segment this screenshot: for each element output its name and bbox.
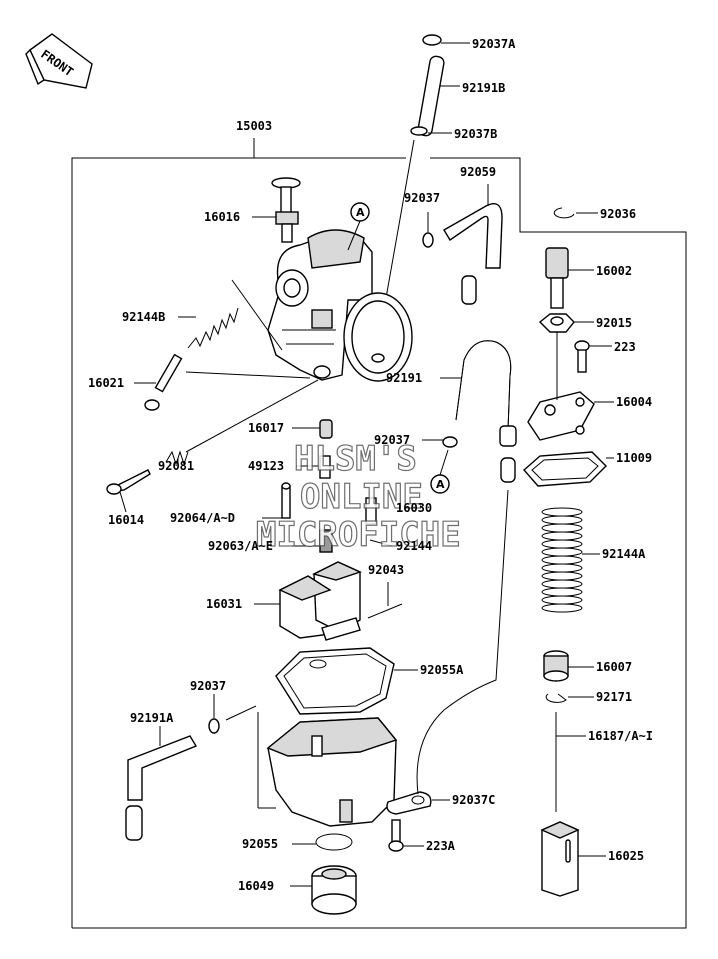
svg-text:A: A — [436, 478, 445, 491]
hose-92191A — [125, 694, 257, 841]
top-hose-group — [385, 34, 470, 299]
assembly-bracket: 15003 — [71, 119, 687, 929]
callout-92043: 92043 — [368, 563, 404, 577]
clamp-92037-mid: A — [422, 436, 458, 494]
callout-92055: 92055 — [242, 837, 278, 851]
screw-16021 — [134, 353, 311, 411]
callout-92037B: 92037B — [454, 127, 497, 141]
float-16031 — [254, 561, 362, 641]
svg-text:ONLINE: ONLINE — [300, 477, 423, 517]
callout-16187: 16187/A~I — [588, 729, 653, 743]
callout-92055A: 92055A — [420, 663, 464, 677]
callout-92037-mid: 92037 — [374, 433, 410, 447]
screw-223A — [388, 819, 424, 852]
callout-92037C: 92037C — [452, 793, 495, 807]
callout-16014: 16014 — [108, 513, 144, 527]
callout-16004: 16004 — [616, 395, 652, 409]
callout-16031: 16031 — [206, 597, 242, 611]
svg-text:HLSM'S: HLSM'S — [294, 439, 417, 479]
callout-16002: 16002 — [596, 264, 632, 278]
callout-92037A: 92037A — [472, 37, 516, 51]
hose-92191 — [440, 340, 517, 483]
cable-adjuster-16016 — [252, 177, 301, 243]
callout-92059: 92059 — [460, 165, 496, 179]
watermark: HLSM'S ONLINE MICROFICHE — [255, 438, 461, 555]
callout-92144: 92144 — [396, 539, 432, 553]
oring-92055 — [292, 833, 353, 851]
hose-92059 — [422, 184, 503, 305]
callout-16007: 16007 — [596, 660, 632, 674]
callout-92144B: 92144B — [122, 310, 165, 324]
gasket-92055A — [275, 647, 418, 715]
svg-text:MICROFICHE: MICROFICHE — [256, 515, 461, 555]
callout-92171: 92171 — [596, 690, 632, 704]
clamp-92037C — [386, 489, 509, 815]
callout-16021: 16021 — [88, 376, 124, 390]
center-internals — [262, 419, 393, 553]
ref-marker-a-top: A — [347, 202, 370, 251]
assembly-label: 15003 — [236, 119, 272, 133]
float-bowl — [257, 712, 398, 827]
spring-92144B — [178, 279, 283, 351]
callout-92191B: 92191B — [462, 81, 505, 95]
pin-92043 — [367, 582, 403, 619]
callout-92144A: 92144A — [602, 547, 646, 561]
callout-16049: 16049 — [238, 879, 274, 893]
callout-11009: 11009 — [616, 451, 652, 465]
front-arrow: FRONT — [25, 33, 93, 89]
spring-92144A — [541, 507, 583, 613]
callout-92036: 92036 — [600, 207, 636, 221]
callout-92037-top: 92037 — [404, 191, 440, 205]
callout-16030: 16030 — [396, 501, 432, 515]
callout-92063: 92063/A~E — [208, 539, 273, 553]
callout-92081: 92081 — [158, 459, 194, 473]
callout-16017: 16017 — [248, 421, 284, 435]
callout-16025: 16025 — [608, 849, 644, 863]
carburetor-body — [267, 229, 413, 382]
callout-49123: 49123 — [248, 459, 284, 473]
callout-92064: 92064/A~D — [170, 511, 235, 525]
right-column-parts — [523, 207, 614, 897]
callout-92191A: 92191A — [130, 711, 174, 725]
plug-16049 — [290, 865, 357, 915]
callout-16016: 16016 — [204, 210, 240, 224]
callout-223A: 223A — [426, 839, 456, 853]
callout-92015: 92015 — [596, 316, 632, 330]
callout-223: 223 — [614, 340, 636, 354]
callout-labels: 92037A 92191B 92037B 92059 92036 16016 9… — [88, 37, 653, 893]
callout-92191: 92191 — [386, 371, 422, 385]
svg-text:A: A — [356, 206, 365, 219]
pilot-screw-16014 — [106, 379, 319, 513]
callout-92037-low: 92037 — [190, 679, 226, 693]
